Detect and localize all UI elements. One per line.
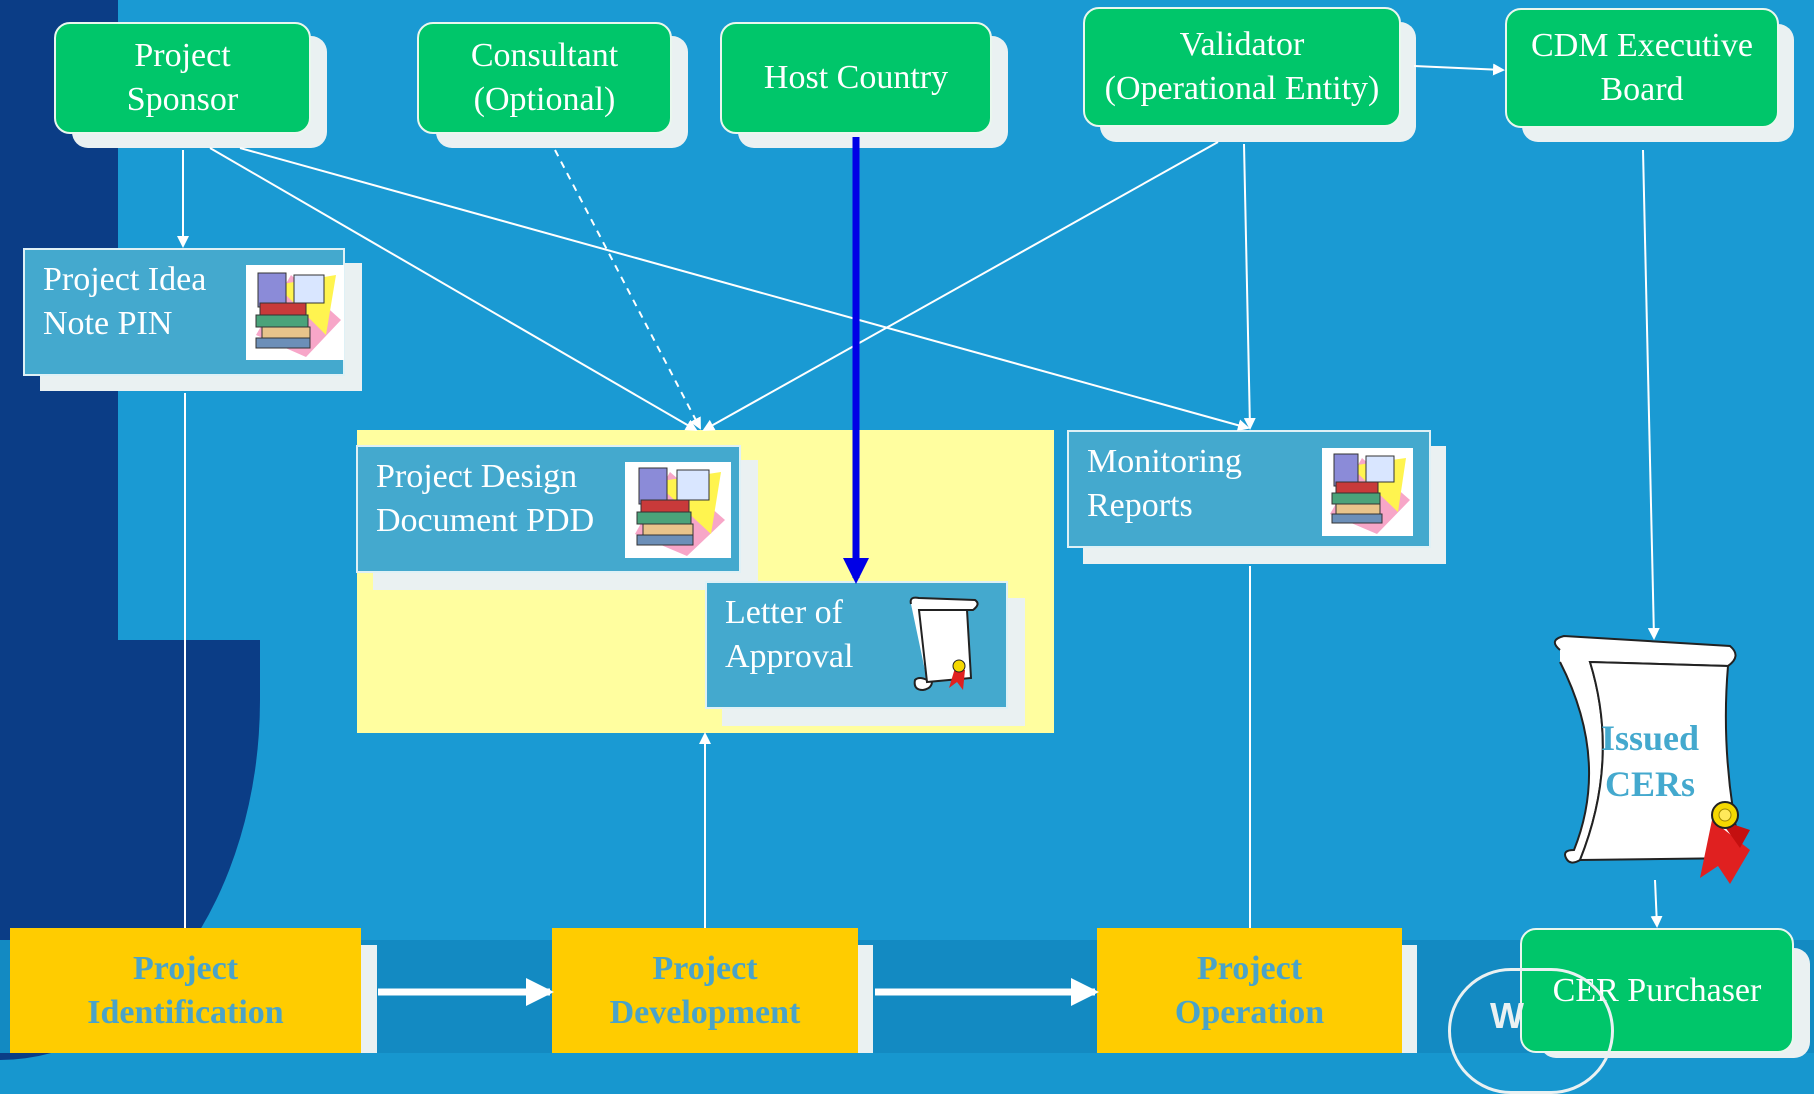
logo-letter: W bbox=[1490, 995, 1524, 1036]
phase-operation-label: Project Operation bbox=[1097, 928, 1402, 1053]
connector-issued-to-purchaser bbox=[1650, 879, 1663, 928]
actor-host-country-label: Host Country bbox=[720, 22, 992, 134]
actor-validator-label: Validator (Operational Entity) bbox=[1083, 7, 1401, 127]
document-issued-cers-label: Issued CERs bbox=[1600, 718, 1700, 804]
connector-consultant-to-pdd bbox=[554, 149, 701, 430]
actor-cdm-executive-board-label: CDM Executive Board bbox=[1505, 8, 1779, 128]
connector-validator-to-board bbox=[1413, 63, 1505, 76]
phase-identification-label: Project Identification bbox=[10, 928, 361, 1053]
diagram-connectors bbox=[177, 63, 1750, 1006]
connector-sponsor-to-monitoring bbox=[239, 147, 1250, 432]
scroll-icon bbox=[905, 596, 979, 694]
books-icon bbox=[625, 462, 731, 558]
books-icon bbox=[1322, 448, 1413, 536]
connector-sponsor-to-pdd bbox=[209, 147, 698, 432]
connector-board-to-issued bbox=[1642, 149, 1660, 640]
connector-validator-to-pdd bbox=[702, 141, 1219, 431]
connector-validator-to-monitoring bbox=[1243, 143, 1256, 430]
actor-consultant-label: Consultant (Optional) bbox=[417, 22, 672, 134]
certificate-icon bbox=[1553, 634, 1750, 884]
phase-development-label: Project Development bbox=[552, 928, 858, 1053]
actor-project-sponsor-label: Project Sponsor bbox=[54, 22, 311, 134]
books-icon bbox=[246, 265, 344, 360]
